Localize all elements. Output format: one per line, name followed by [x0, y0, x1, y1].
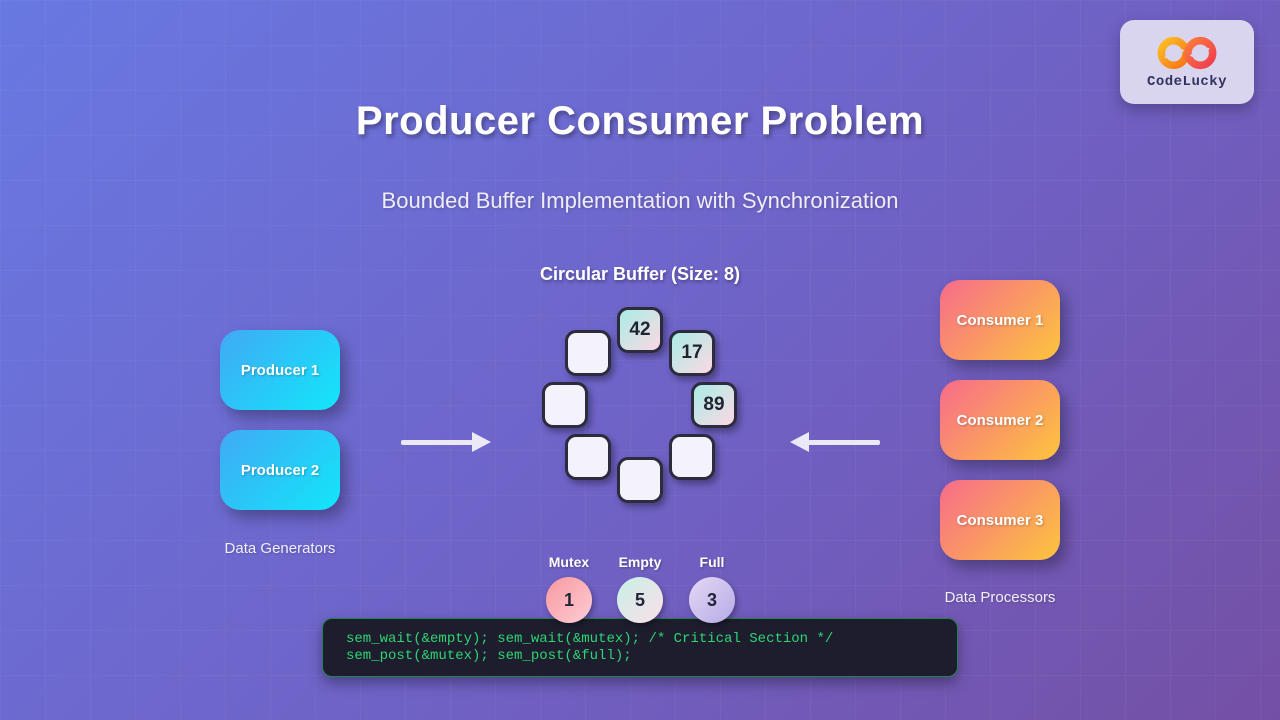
- code-line-1: sem_wait(&empty); sem_wait(&mutex); /* C…: [346, 631, 834, 647]
- buffer-slot-2: 89: [691, 382, 737, 428]
- semaphore-mutex-value: 1: [546, 577, 592, 623]
- page-title: Producer Consumer Problem: [355, 99, 925, 143]
- buffer-slot-7: [565, 330, 611, 376]
- producer-to-buffer-arrow: [401, 440, 473, 445]
- consumer-3-node: Consumer 3: [940, 480, 1060, 560]
- semaphore-empty-value: 5: [617, 577, 663, 623]
- logo-badge: CodeLucky: [1120, 20, 1254, 104]
- consumer-1-node: Consumer 1: [940, 280, 1060, 360]
- page-subtitle: Bounded Buffer Implementation with Synch…: [381, 188, 899, 213]
- buffer-to-consumer-arrowhead: [790, 432, 809, 452]
- producer-1-node: Producer 1: [220, 330, 340, 410]
- buffer-slot-3: [669, 434, 715, 480]
- semaphore-mutex-label: Mutex: [548, 554, 590, 570]
- semaphore-full: Full 3: [676, 554, 748, 623]
- semaphore-full-label: Full: [699, 554, 725, 570]
- producer-to-buffer-arrowhead: [472, 432, 491, 452]
- buffer-slot-5: [565, 434, 611, 480]
- infinity-icon: [1157, 36, 1217, 70]
- producers-caption: Data Generators: [224, 540, 336, 557]
- buffer-title: Circular Buffer (Size: 8): [539, 264, 741, 284]
- producer-2-node: Producer 2: [220, 430, 340, 510]
- buffer-slot-4: [617, 457, 663, 503]
- buffer-slot-1: 17: [669, 330, 715, 376]
- logo-brand-text: CodeLucky: [1146, 74, 1228, 90]
- semaphore-full-value: 3: [689, 577, 735, 623]
- consumer-2-node: Consumer 2: [940, 380, 1060, 460]
- semaphore-empty: Empty 5: [604, 554, 676, 623]
- semaphore-mutex: Mutex 1: [533, 554, 605, 623]
- semaphore-empty-label: Empty: [618, 554, 662, 570]
- buffer-to-consumer-arrow: [808, 440, 880, 445]
- consumers-caption: Data Processors: [944, 589, 1056, 606]
- buffer-slot-0: 42: [617, 307, 663, 353]
- code-snippet-block: sem_wait(&empty); sem_wait(&mutex); /* C…: [322, 618, 958, 677]
- code-line-2: sem_post(&mutex); sem_post(&full);: [346, 648, 632, 664]
- buffer-slot-6: [542, 382, 588, 428]
